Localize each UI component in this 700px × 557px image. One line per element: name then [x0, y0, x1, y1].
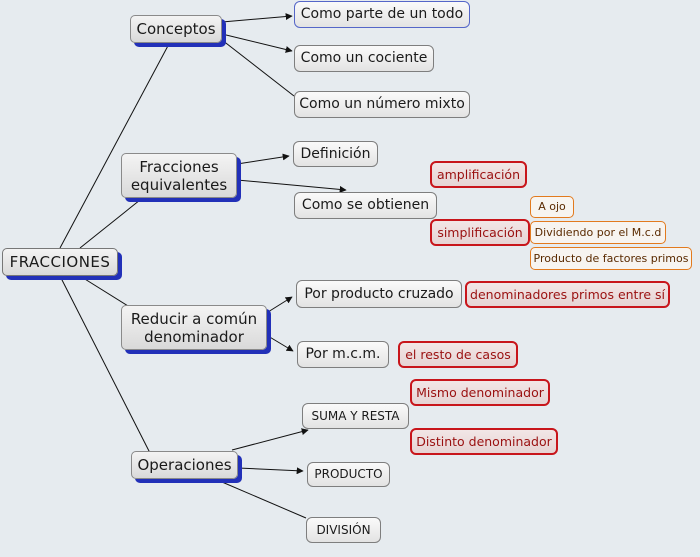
root-node-fracciones[interactable]: FRACCIONES [2, 248, 118, 276]
node-producto-cruzado-label: Por producto cruzado [304, 285, 454, 302]
node-parte-de-un-todo-label: Como parte de un todo [300, 6, 464, 23]
link-conceptos-cociente [221, 33, 293, 53]
node-conceptos[interactable]: Conceptos [130, 15, 222, 43]
node-division[interactable]: DIVISIÓN [306, 517, 381, 543]
node-operaciones-label: Operaciones [137, 456, 232, 474]
node-amplificacion-label: amplificación [436, 167, 521, 182]
node-por-mcm[interactable]: Por m.c.m. [297, 341, 389, 368]
node-como-un-cociente-label: Como un cociente [300, 50, 428, 67]
link-operaciones-division [221, 481, 307, 519]
node-resto-de-casos-label: el resto de casos [405, 347, 511, 362]
node-suma-y-resta-label: SUMA Y RESTA [311, 408, 400, 423]
node-denominadores-primos-label: denominadores primos entre sí [470, 287, 665, 302]
link-operaciones-producto [237, 467, 304, 475]
node-conceptos-label: Conceptos [136, 20, 216, 38]
link-reducir-mcm [267, 335, 294, 352]
node-producto-cruzado[interactable]: Por producto cruzado [296, 280, 462, 308]
node-fracciones-equivalentes[interactable]: Fracciones equivalentes [121, 153, 237, 198]
node-denominadores-primos[interactable]: denominadores primos entre sí [465, 281, 670, 308]
link-operaciones-suma [231, 428, 309, 451]
node-simplificacion[interactable]: simplificación [430, 219, 530, 246]
node-como-un-cociente[interactable]: Como un cociente [294, 45, 434, 72]
link-conceptos-parte [221, 13, 293, 23]
node-por-mcm-label: Por m.c.m. [305, 346, 381, 363]
node-mismo-denominador[interactable]: Mismo denominador [410, 379, 550, 406]
node-como-se-obtienen[interactable]: Como se obtienen [294, 192, 437, 219]
node-amplificacion[interactable]: amplificación [430, 161, 527, 188]
node-suma-y-resta[interactable]: SUMA Y RESTA [302, 403, 409, 429]
node-distinto-denominador[interactable]: Distinto denominador [410, 428, 558, 455]
node-distinto-denominador-label: Distinto denominador [416, 434, 552, 449]
node-fracciones-equivalentes-label: Fracciones equivalentes [130, 157, 228, 194]
link-root-operaciones [59, 275, 151, 454]
link-equiv-obtienen [236, 179, 347, 193]
node-definicion-label: Definición [300, 145, 371, 162]
node-operaciones[interactable]: Operaciones [131, 451, 238, 479]
link-root-conceptos [59, 41, 171, 249]
node-resto-de-casos[interactable]: el resto de casos [398, 341, 518, 368]
node-parte-de-un-todo[interactable]: Como parte de un todo [294, 1, 470, 28]
node-producto-label: PRODUCTO [314, 467, 383, 482]
node-a-ojo-label: A ojo [538, 200, 566, 214]
node-a-ojo[interactable]: A ojo [530, 196, 574, 218]
node-division-label: DIVISIÓN [316, 522, 371, 537]
root-label: FRACCIONES [9, 253, 111, 271]
node-numero-mixto-label: Como un número mixto [299, 96, 465, 113]
node-numero-mixto[interactable]: Como un número mixto [294, 91, 470, 118]
link-root-reducir [79, 275, 129, 307]
node-producto-factores-primos-label: Producto de factores primos [533, 251, 689, 265]
node-definicion[interactable]: Definición [293, 141, 378, 167]
node-mismo-denominador-label: Mismo denominador [416, 385, 544, 400]
link-reducir-cruzado [267, 296, 293, 313]
node-como-se-obtienen-label: Como se obtienen [301, 197, 430, 214]
link-root-equivalentes [79, 195, 146, 249]
node-simplificacion-label: simplificación [437, 225, 523, 240]
node-dividiendo-mcd[interactable]: Dividiendo por el M.c.d [530, 221, 666, 244]
node-dividiendo-mcd-label: Dividiendo por el M.c.d [534, 225, 662, 239]
link-equiv-definicion [236, 153, 290, 165]
node-producto-factores-primos[interactable]: Producto de factores primos [530, 247, 692, 270]
link-conceptos-mixto [221, 39, 295, 97]
node-producto[interactable]: PRODUCTO [307, 462, 390, 487]
node-reducir-comun-denominador[interactable]: Reducir a común denominador [121, 305, 267, 350]
node-reducir-comun-denominador-label: Reducir a común denominador [130, 309, 258, 346]
